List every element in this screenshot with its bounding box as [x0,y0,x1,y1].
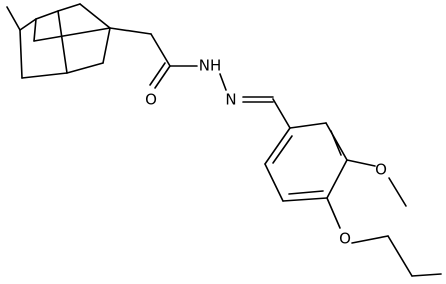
bond [272,135,293,164]
bond [264,163,284,202]
bond [326,159,348,199]
atom-labels: O NH N O O [145,57,387,248]
bond [19,29,23,79]
bond [154,65,171,89]
bond [282,197,328,202]
propoxy-oxygen-label: O [339,230,351,248]
hydrazide-n-label: N [225,91,236,109]
bond [330,130,342,156]
bond [346,159,376,167]
bond [272,98,291,129]
bond [33,18,37,42]
bond [149,62,166,86]
bond [33,27,111,42]
bond [289,122,327,129]
bond [35,10,59,20]
bond [351,235,389,244]
bond [219,73,227,91]
bond [66,62,104,74]
bond [79,3,111,29]
bond [150,33,171,67]
adamantane-cage [6,3,111,79]
bond [57,3,81,12]
propoxy-group [326,197,442,277]
hydrazide-linker [109,27,291,129]
bond [6,6,21,31]
hydrazide-nh-label: NH [199,57,222,75]
bond [325,122,348,161]
bond [288,190,324,195]
methoxy-oxygen-label: O [375,161,387,179]
bond [264,127,291,165]
bond [19,18,37,31]
bond [326,197,341,229]
benzene-ring [264,122,348,202]
bond [388,177,407,207]
bond [21,72,68,79]
bond [411,273,442,277]
bond [57,10,68,74]
bond [102,27,111,64]
methoxy-group [346,159,407,207]
carbonyl-oxygen-label: O [145,91,157,109]
bond [109,27,152,35]
bond [387,235,413,277]
